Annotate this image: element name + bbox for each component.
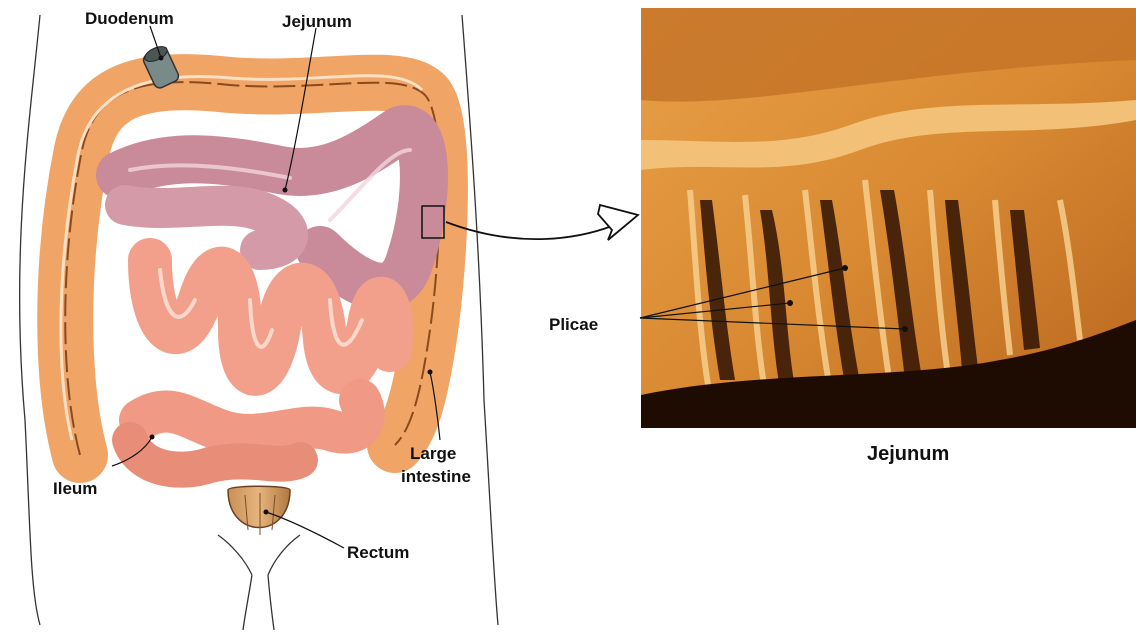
- label-plicae: Plicae: [549, 315, 598, 334]
- ileum-loop-2: [140, 400, 364, 435]
- label-duodenum: Duodenum: [85, 9, 174, 28]
- torso-outline-right: [462, 15, 498, 625]
- label-ileum: Ileum: [53, 479, 97, 498]
- label-large-intestine-line1: Large: [410, 444, 456, 463]
- label-rectum: Rectum: [347, 543, 409, 562]
- abdomen-illustration: [20, 15, 498, 630]
- leg-outline: [218, 535, 300, 630]
- label-jejunum: Jejunum: [282, 12, 352, 31]
- callout-arrow: [446, 205, 638, 240]
- jejunum-photo: [641, 8, 1136, 428]
- photo-caption: Jejunum: [867, 443, 949, 465]
- torso-outline-left: [20, 15, 40, 625]
- label-large-intestine-line2: intestine: [401, 467, 471, 486]
- rectum-shape: [228, 486, 290, 535]
